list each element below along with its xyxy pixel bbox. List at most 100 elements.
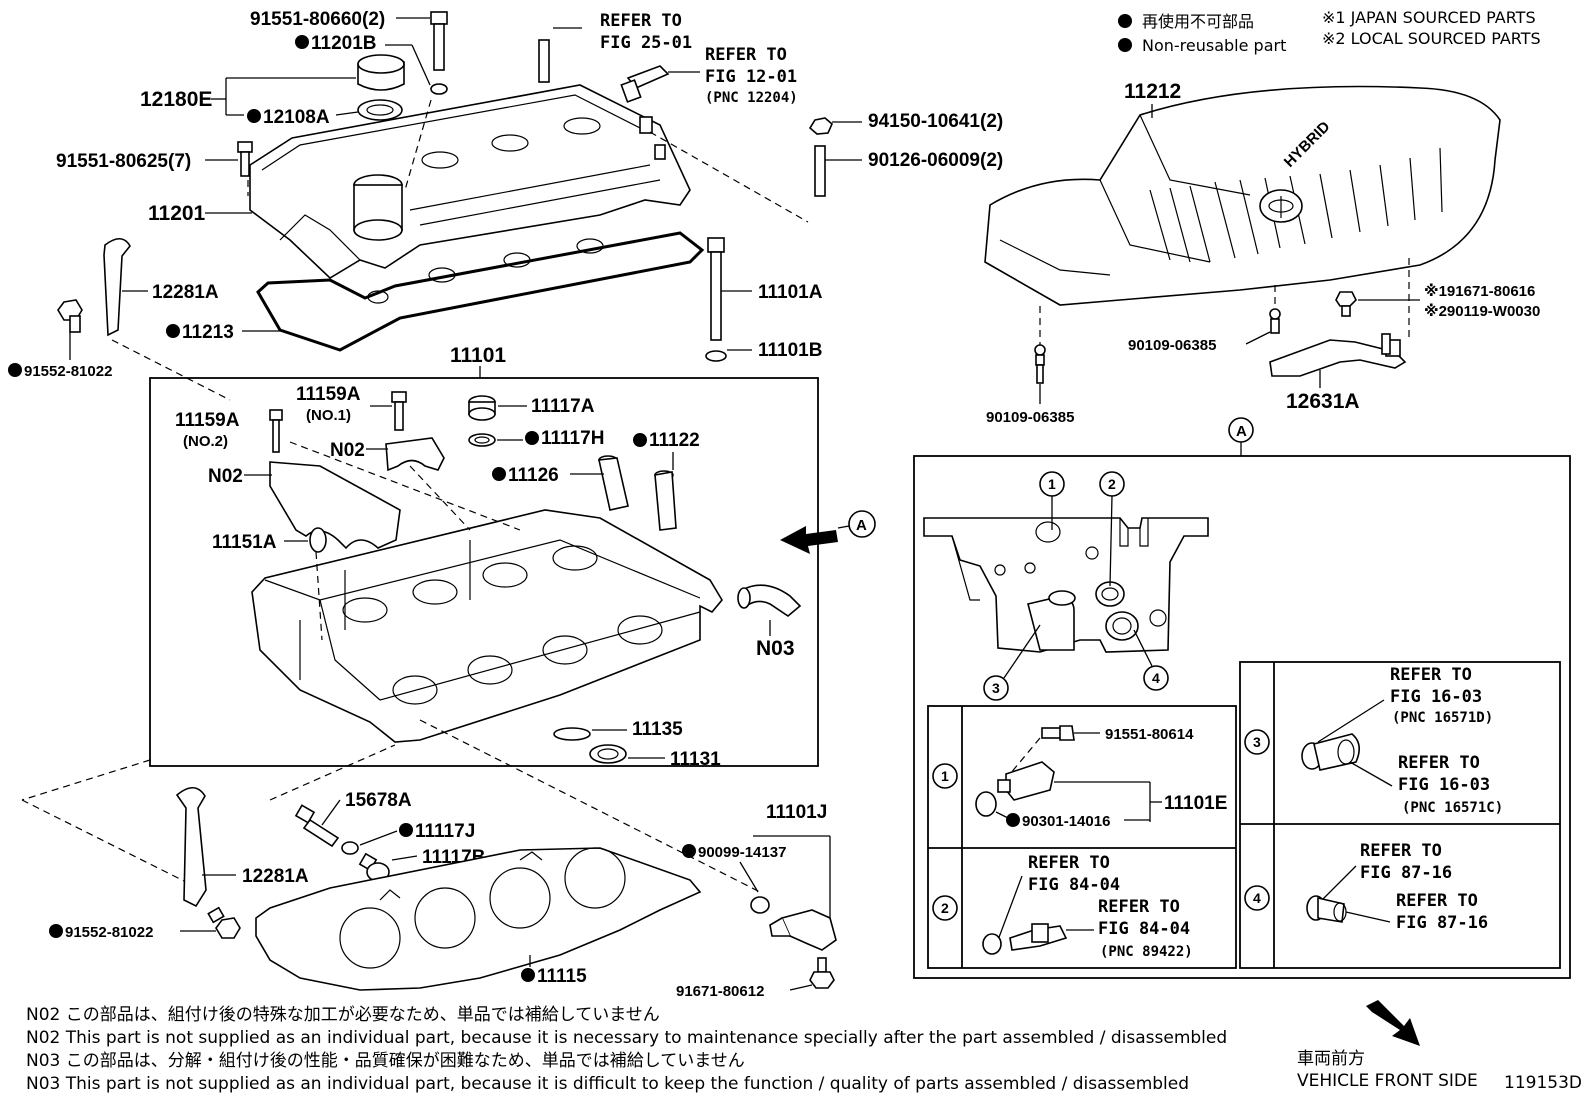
label-12108A: 12108A [263,107,330,128]
row-1-marker [932,763,958,789]
label-11151A: 11151A [212,532,277,553]
sensor-11101J [769,909,837,951]
label-12180E: 12180E [140,88,212,111]
refer-pnc-16571D: (PNC 16571D) [1392,710,1493,726]
pcv-valve-refer-12-01 [620,65,670,103]
note-n03-jp: N03 この部品は、分解・組付け後の性能・品質確保が困難なため、単品では補給して… [26,1051,745,1071]
label-11159A-no2: 11159A [175,410,240,431]
vehicle-front-en: VEHICLE FRONT SIDE [1297,1071,1478,1091]
refer-to-16-03-a: REFER TO [1390,665,1472,685]
stud-90109-06385-a [1034,344,1046,384]
label-n02-b: N02 [208,466,243,487]
row-2-marker [932,895,958,921]
hose-n03 [741,584,802,617]
label-11135: 11135 [632,719,683,740]
label-11101J: 11101J [766,802,827,823]
cam-cap-n02-large [269,461,401,550]
gasket-refer-84-04 [982,933,1002,955]
label-11101A: 11101A [758,282,823,303]
row-3-text: 3 [1253,734,1261,750]
cover-gasket-11213 [256,231,705,352]
label-12281A-top: 12281A [152,282,219,303]
bolt-91551-80614 [1041,725,1075,741]
label-11101B: 11101B [758,340,822,361]
bolt-11159A-no1 [391,391,407,431]
label-94150-10641: 94150-10641(2) [868,111,1003,132]
stud-90126-06009 [808,117,833,197]
row-4-text: 4 [1253,890,1261,906]
refer-fig-12-01: FIG 12-01 [705,67,797,87]
detail-panel-1-2 [927,705,1237,969]
part-15678A [294,804,340,848]
detail-panel-3-4 [1239,661,1561,969]
gasket-90301-14016 [975,791,997,817]
engine-hanger-top-12281A [103,237,131,337]
label-11117A: 11117A [531,396,595,417]
cam-cap-n02-small [385,437,445,472]
refer-pnc-89422: (PNC 89422) [1100,944,1193,960]
engine-hanger-bottom-12281A [175,786,207,908]
legend-non-reusable-en: Non-reusable part [1142,36,1286,55]
stud-refer-25-01 [538,39,550,83]
refer-fig-87-16-a: FIG 87-16 [1360,863,1452,883]
refer-to-84-04-b: REFER TO [1098,897,1180,917]
label-90099-14137: 90099-14137 [698,844,786,861]
bolt-91552-81022-bottom [207,906,241,939]
label-12281A-bottom: 12281A [242,866,309,887]
label-n02-a: N02 [330,440,365,461]
detail-engine-side [923,517,1209,653]
bolt-11159A-no2 [269,409,283,453]
ring-11151A [309,527,327,553]
label-90109-06385-b: 90109-06385 [1128,337,1216,354]
bolt-91671-80616 [1335,291,1357,317]
refer-to-84-04-a: REFER TO [1028,853,1110,873]
refer-to-87-16-b: REFER TO [1396,891,1478,911]
callout-4-text: 4 [1152,670,1160,686]
label-11212: 11212 [1124,80,1181,103]
refer-fig-25-01: FIG 25-01 [600,33,692,53]
non-reusable-dot-icon [1118,38,1132,52]
note-n02-en: N02 This part is not supplied as an indi… [26,1028,1227,1048]
refer-to-87-16-a: REFER TO [1360,841,1442,861]
legend-local-sourced: ※2 LOCAL SOURCED PARTS [1322,29,1541,48]
label-11117J: 11117J [415,821,475,842]
callout-3 [983,675,1009,701]
label-91552-81022-top: 91552-81022 [24,363,112,380]
refer-to-25-01: REFER TO [600,11,682,31]
row-1-text: 1 [941,768,949,784]
label-11101: 11101 [450,344,506,367]
view-a-marker [848,510,876,538]
label-91671-80612: 91671-80612 [676,983,764,1000]
vehicle-front-arrow-icon [1366,1000,1420,1046]
label-90119-W0030: ※290119-W0030 [1424,302,1540,320]
label-15678A: 15678A [345,790,412,811]
valve-guide-11126 [598,455,629,511]
bolt-91671-80612 [809,957,835,989]
bracket-12631A [1269,333,1407,377]
label-11117H: 11117H [541,428,604,449]
label-11115: 11115 [537,966,587,987]
cylinder-head-cover-11201 [249,84,691,279]
legend-non-reusable-jp: 再使用不可部品 [1142,12,1254,31]
hose-clamp-87-16 [1306,895,1347,923]
sensor-11101E [997,761,1055,801]
refer-fig-84-04-a: FIG 84-04 [1028,875,1120,895]
vehicle-front-jp: 車両前方 [1297,1049,1365,1069]
label-no1: (NO.1) [306,407,351,424]
callout-2-text: 2 [1108,476,1116,492]
gasket-11117J [341,841,359,855]
bolt-91552-81022-top [57,299,83,333]
label-91551-80660: 91551-80660(2) [250,9,385,30]
refer-pnc-12204: (PNC 12204) [705,90,798,106]
refer-pnc-16571C: (PNC 16571C) [1402,800,1503,816]
refer-fig-84-04-b: FIG 84-04 [1098,919,1190,939]
label-11126: 11126 [508,465,559,486]
label-91551-80625: 91551-80625(7) [56,151,191,172]
label-11122: 11122 [649,430,700,451]
o-ring-90099-14137 [750,896,770,914]
label-n03: N03 [756,637,795,660]
label-11201B: 11201B [311,33,377,54]
head-bolt-11101A [705,237,727,362]
figure-code: 119153D [1504,1073,1582,1093]
